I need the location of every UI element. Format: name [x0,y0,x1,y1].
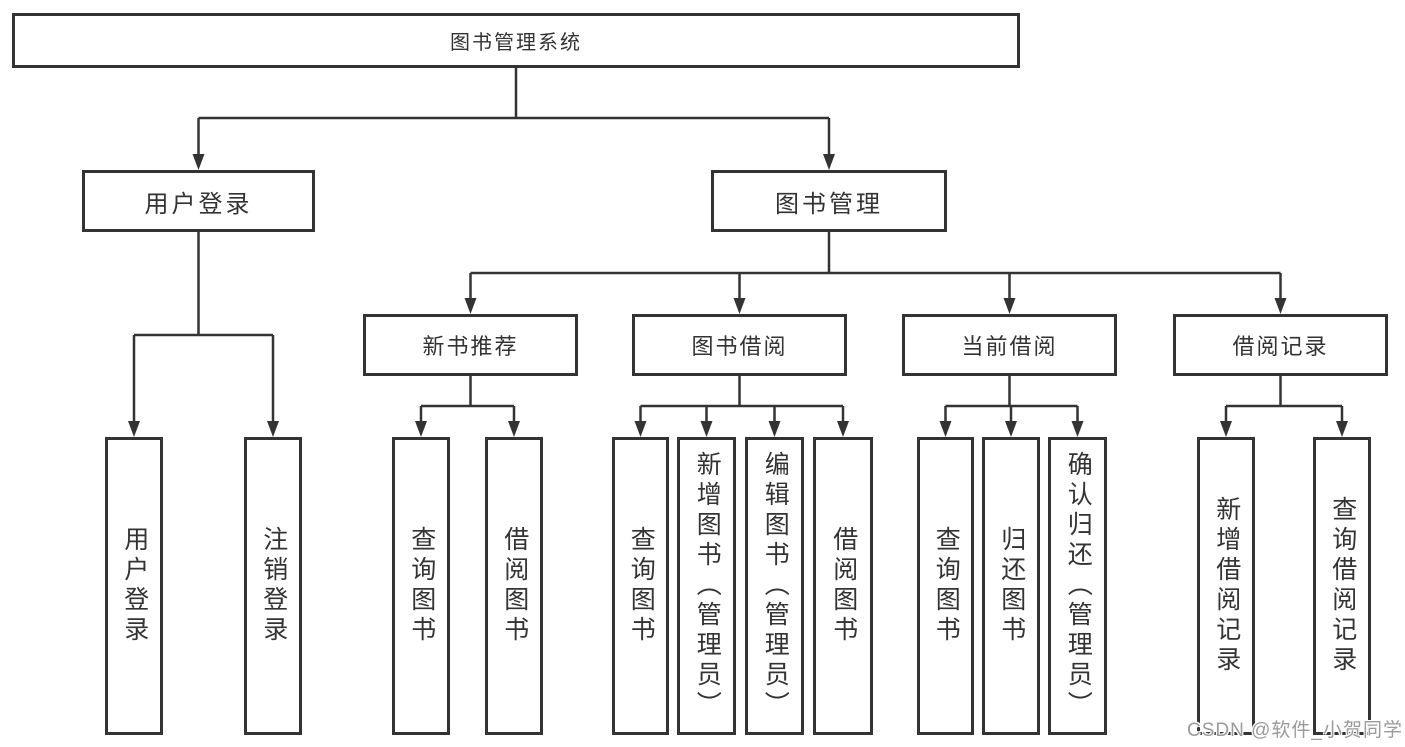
leaf-add-borrow-record: 新增借阅记录 [1197,437,1255,735]
arrow-down-icon [634,421,647,437]
node-current-borrowing-label: 当前借阅 [961,334,1058,359]
leaf-borrow-books: 借阅图书 [813,437,873,735]
connector-book-management [469,232,1282,300]
arrow-down-icon [1274,298,1287,314]
node-root: 图书管理系统 [12,13,1020,68]
leaf-add-borrow-record-label: 新增借阅记录 [1212,496,1241,676]
node-borrowing-records-label: 借阅记录 [1232,334,1329,359]
leaf-return-book: 归还图书 [982,437,1040,735]
leaf-user-login: 用户登录 [105,437,163,735]
node-book-borrowing-label: 图书借阅 [691,334,788,359]
arrow-down-icon [1003,298,1016,314]
node-user-login: 用户登录 [82,170,315,232]
connector-user-login [132,232,275,423]
leaf-edit-book-admin-label: 编辑图书（管理员） [761,451,790,721]
arrow-down-icon [267,421,279,437]
arrow-down-icon [939,421,952,437]
leaf-query-books-recommend: 查询图书 [392,437,450,735]
node-book-borrowing: 图书借阅 [632,314,847,376]
leaf-query-books-borrowing: 查询图书 [612,437,669,735]
leaf-query-books-current: 查询图书 [917,437,974,735]
node-book-management-label: 图书管理 [775,190,883,218]
leaf-confirm-return-admin: 确认归还（管理员） [1048,437,1107,735]
leaf-borrow-books-recommend: 借阅图书 [485,437,543,735]
arrow-down-icon [837,421,849,437]
arrow-down-icon [1336,421,1348,437]
leaf-logout-label: 注销登录 [259,526,288,646]
csdn-watermark: CSDN @软件_小贺同学 [1187,720,1403,741]
connector-root [197,68,831,156]
connector-new-book-recommendation [419,376,516,423]
leaf-confirm-return-admin-label: 确认归还（管理员） [1064,451,1093,721]
arrow-down-icon [128,421,140,437]
arrow-down-icon [464,298,477,314]
node-borrowing-records: 借阅记录 [1173,314,1388,376]
connector-borrowing-records [1224,376,1344,423]
leaf-query-borrow-record-label: 查询借阅记录 [1328,496,1357,676]
arrow-down-icon [700,421,713,437]
arrow-down-icon [415,421,427,437]
node-book-management: 图书管理 [711,170,947,232]
arrow-down-icon [192,154,205,170]
leaf-add-book-admin-label: 新增图书（管理员） [693,451,722,721]
arrow-down-icon [1071,421,1084,437]
arrowheads [128,154,1348,437]
leaf-edit-book-admin: 编辑图书（管理员） [745,437,804,735]
leaf-user-login-label: 用户登录 [120,526,149,646]
node-new-book-recommendation-label: 新书推荐 [422,334,519,359]
node-root-label: 图书管理系统 [450,32,582,54]
leaf-return-book-label: 归还图书 [997,526,1026,646]
leaf-query-books-borrowing-label: 查询图书 [627,526,656,646]
node-current-borrowing: 当前借阅 [902,314,1117,376]
node-new-book-recommendation: 新书推荐 [363,314,578,376]
arrow-down-icon [768,421,781,437]
connector-book-borrowing [639,376,845,423]
arrow-down-icon [733,298,746,314]
leaf-query-books-recommend-label: 查询图书 [407,526,436,646]
arrow-down-icon [508,421,520,437]
leaf-query-books-current-label: 查询图书 [932,526,961,646]
leaf-add-book-admin: 新增图书（管理员） [677,437,736,735]
arrow-down-icon [1220,421,1232,437]
arrow-down-icon [1005,421,1017,437]
arrow-down-icon [823,154,835,170]
connector-current-borrowing [944,376,1079,423]
node-user-login-label: 用户登录 [144,190,253,218]
leaf-borrow-books-recommend-label: 借阅图书 [500,526,529,646]
leaf-query-borrow-record: 查询借阅记录 [1313,437,1371,735]
leaf-borrow-books-label: 借阅图书 [829,526,858,646]
leaf-logout: 注销登录 [244,437,302,735]
